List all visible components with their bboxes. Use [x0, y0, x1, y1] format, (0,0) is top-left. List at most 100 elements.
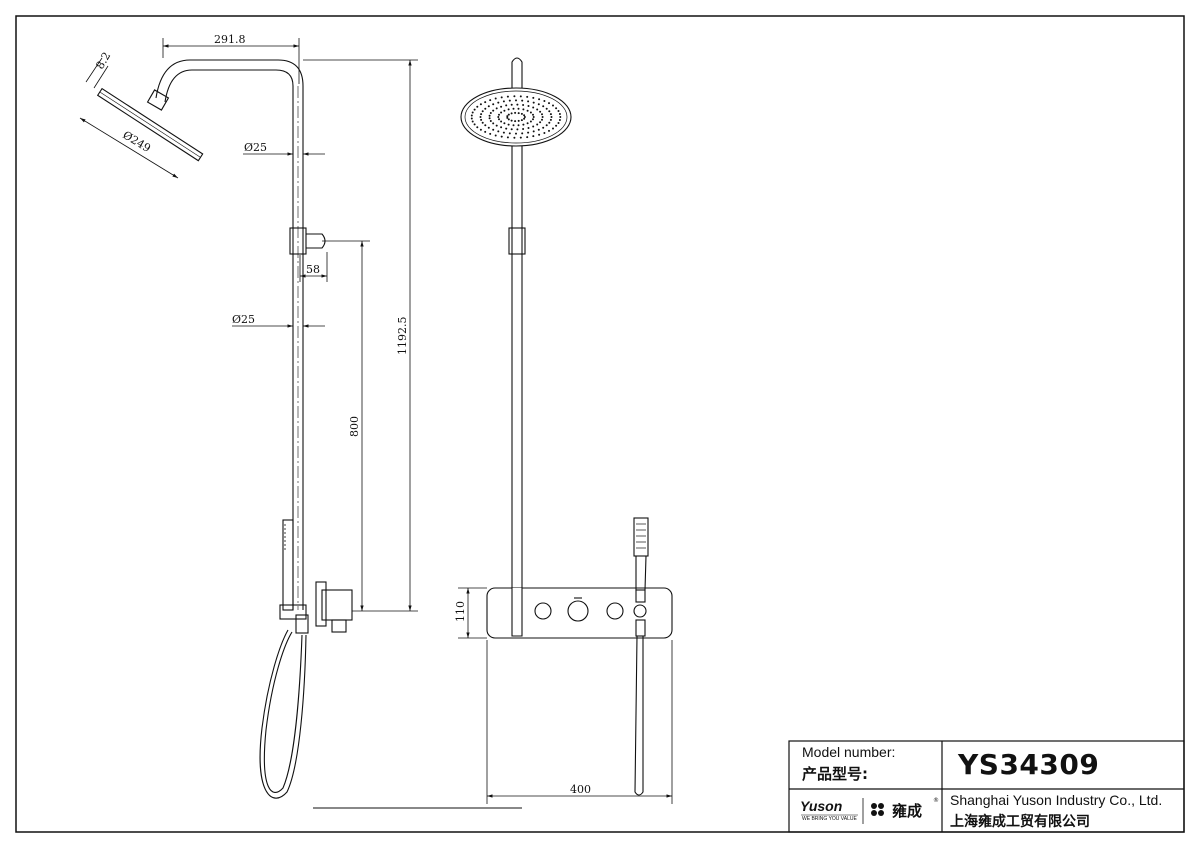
- nozzle-dot: [506, 115, 509, 118]
- dim-pipe-lower: Ø25: [232, 313, 255, 326]
- front-shower-head: [460, 87, 572, 147]
- nozzle-dot: [542, 105, 545, 108]
- nozzle-dot: [523, 114, 526, 117]
- nozzle-dot: [489, 132, 492, 135]
- nozzle-dot: [558, 119, 561, 121]
- nozzle-dot: [543, 100, 546, 102]
- nozzle-dot: [537, 128, 540, 131]
- nozzle-dot: [484, 124, 487, 127]
- nozzle-dot: [529, 111, 532, 114]
- nozzle-dot: [503, 122, 506, 125]
- nozzle-dot: [559, 116, 562, 118]
- nozzle-dot: [517, 119, 520, 122]
- side-hand-shower: [282, 519, 294, 611]
- company-name-cn: 上海雍成工贸有限公司: [950, 814, 1090, 830]
- nozzle-dot: [555, 124, 558, 127]
- nozzle-dot: [500, 96, 503, 99]
- front-dimensions: [458, 587, 673, 804]
- nozzle-dot: [515, 99, 517, 102]
- nozzle-dot: [557, 122, 560, 124]
- dim-panel-height: 110: [454, 601, 467, 622]
- nozzle-dot: [507, 118, 510, 121]
- nozzle-dot: [526, 95, 529, 98]
- nozzle-dot: [514, 120, 517, 123]
- nozzle-dot: [500, 111, 503, 114]
- front-riser: [511, 57, 523, 637]
- nozzle-dot: [506, 136, 509, 139]
- nozzle-dot: [532, 101, 535, 104]
- nozzle-dot: [487, 105, 490, 108]
- side-arm-outer: [155, 59, 304, 99]
- nozzle-dot: [487, 126, 490, 129]
- dim-head-diameter: Ø249: [120, 128, 152, 155]
- nozzle-dot: [494, 97, 497, 100]
- nozzle-dot: [519, 95, 522, 98]
- side-valve-knob: [331, 619, 347, 633]
- nozzle-dot: [538, 98, 541, 101]
- side-hose-outer: [263, 631, 303, 793]
- nozzle-dot: [492, 103, 495, 106]
- nozzle-dot: [500, 126, 503, 129]
- nozzle-dot: [516, 103, 519, 106]
- nozzle-dot: [471, 120, 474, 123]
- nozzle-dot: [508, 132, 511, 135]
- nozzle-dot: [497, 130, 500, 133]
- title-block: [788, 740, 1185, 833]
- nozzle-dot: [492, 128, 495, 131]
- brand-name: Yuson: [800, 798, 843, 814]
- dim-total-height: 1192.5: [396, 317, 409, 356]
- front-thermostat-knob: [567, 600, 589, 622]
- dim-holder-height: 800: [348, 416, 361, 437]
- nozzle-dot: [500, 120, 503, 123]
- nozzle-dot: [555, 107, 558, 110]
- nozzle-dot: [521, 99, 524, 102]
- nozzle-dot: [480, 118, 483, 121]
- nozzle-dot: [488, 117, 491, 120]
- nozzle-dot: [507, 113, 510, 116]
- nozzle-dot: [507, 123, 510, 126]
- nozzle-dot: [532, 96, 535, 99]
- nozzle-dot: [522, 104, 525, 106]
- side-wall-plate: [315, 581, 327, 627]
- nozzle-dot: [510, 112, 513, 115]
- nozzle-dot: [541, 118, 543, 121]
- nozzle-dot: [495, 124, 498, 127]
- nozzle-dot: [488, 114, 491, 117]
- front-view: [460, 57, 673, 796]
- dim-pipe-upper: Ø25: [244, 141, 267, 154]
- nozzle-dot: [489, 99, 492, 102]
- nozzle-dot: [539, 110, 542, 113]
- nozzle-dot: [548, 121, 551, 124]
- side-head-connector: [146, 89, 170, 111]
- nozzle-dot: [532, 118, 534, 121]
- nozzle-dot: [506, 95, 509, 98]
- nozzle-dot: [523, 117, 526, 120]
- side-outlet-body: [279, 604, 307, 620]
- nozzle-dot: [550, 116, 553, 118]
- front-left-button: [534, 602, 552, 620]
- front-control-panel: [486, 587, 673, 639]
- nozzle-dot: [541, 113, 543, 116]
- registered-mark: ®: [933, 797, 939, 804]
- nozzle-dot: [494, 134, 497, 137]
- nozzle-dot: [481, 110, 484, 113]
- nozzle-dot: [545, 124, 548, 127]
- nozzle-dot: [557, 110, 560, 112]
- nozzle-dot: [523, 116, 526, 118]
- nozzle-dot: [536, 123, 539, 126]
- model-number: YS34309: [958, 748, 1100, 781]
- nozzle-dot: [532, 116, 535, 118]
- nozzle-dot: [498, 113, 500, 116]
- nozzle-dot: [476, 105, 479, 108]
- nozzle-dot: [552, 127, 554, 130]
- nozzle-dot: [473, 123, 476, 126]
- side-elbow: [295, 614, 309, 634]
- nozzle-dot: [522, 128, 525, 130]
- nozzle-dot: [505, 127, 508, 130]
- side-shower-head: [96, 87, 204, 162]
- nozzle-dot: [492, 122, 495, 125]
- nozzle-dot: [517, 107, 520, 110]
- nozzle-dot: [513, 95, 516, 98]
- nozzle-dot: [470, 114, 473, 117]
